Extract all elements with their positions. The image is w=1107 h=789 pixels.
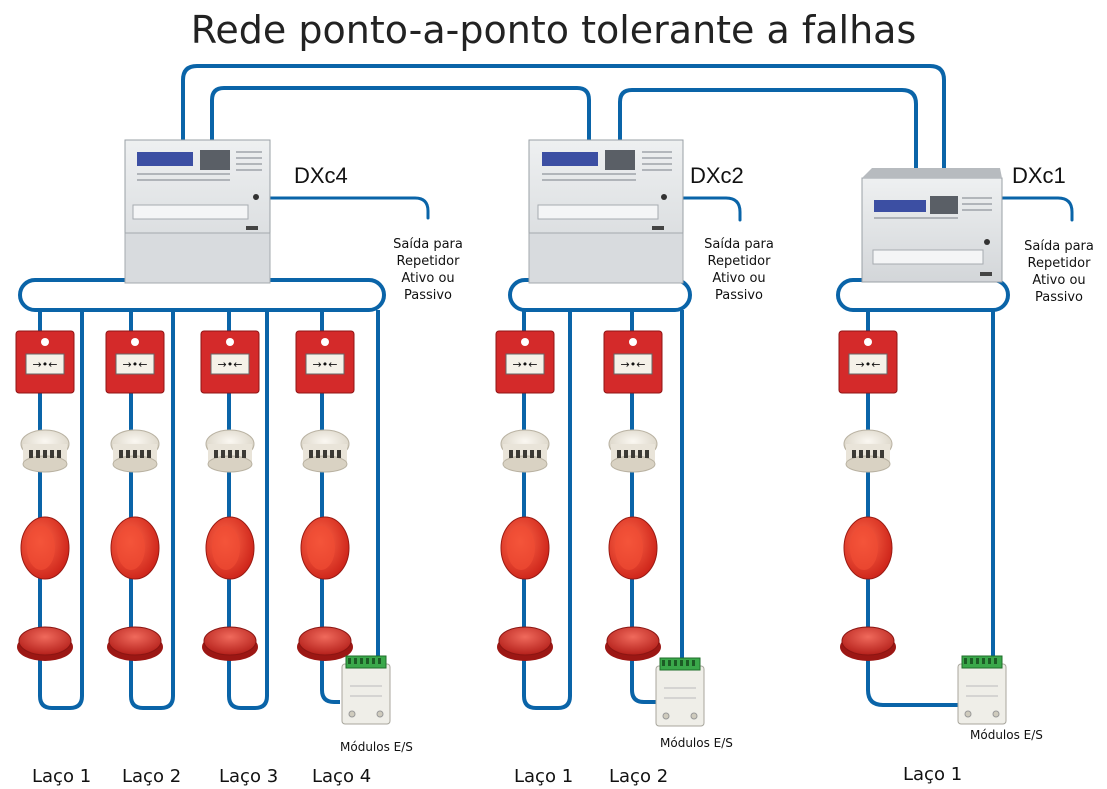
- smoke-detector-icon: [300, 429, 350, 473]
- sounder-icon: [843, 516, 893, 580]
- io-module-icon: [957, 655, 1007, 725]
- sounder-icon: [300, 516, 350, 580]
- beacon-icon: [107, 626, 163, 661]
- smoke-detector-icon: [110, 429, 160, 473]
- beacon-icon: [297, 626, 353, 661]
- smoke-detector-icon: [20, 429, 70, 473]
- smoke-detector-icon: [205, 429, 255, 473]
- io-module-label-dxc2: Módulos E/S: [660, 736, 733, 750]
- svg-text:→•←: →•←: [123, 358, 148, 371]
- loop-label-dxc4-2: Laço 2: [122, 766, 182, 787]
- io-module-label-dxc4: Módulos E/S: [340, 740, 413, 754]
- svg-text:→•←: →•←: [621, 358, 646, 371]
- sounder-icon: [608, 516, 658, 580]
- panel-dxc4: [124, 139, 271, 284]
- manual-call-point-icon: →•←: [603, 330, 663, 394]
- panel-label-dxc2: DXc2: [690, 163, 744, 188]
- panel-label-dxc1: DXc1: [1012, 163, 1066, 188]
- manual-call-point-icon: →•←: [295, 330, 355, 394]
- loop-label-dxc4-4: Laço 4: [312, 766, 372, 787]
- manual-call-point-icon: →•←: [105, 330, 165, 394]
- smoke-detector-icon: [843, 429, 893, 473]
- panel-dxc1: [861, 168, 1003, 283]
- repeater-output-lines: [268, 196, 1074, 222]
- loop-label-dxc2-1: Laço 1: [514, 766, 574, 787]
- network-ring: [181, 64, 946, 180]
- beacon-icon: [497, 626, 553, 661]
- manual-call-point-icon: →•←: [838, 330, 898, 394]
- sounder-icon: [20, 516, 70, 580]
- smoke-detector-icon: [608, 429, 658, 473]
- io-module-icon: [655, 657, 705, 727]
- svg-text:→•←: →•←: [218, 358, 243, 371]
- beacon-icon: [17, 626, 73, 661]
- manual-call-point-icon: →•←: [15, 330, 75, 394]
- smoke-detector-icon: [500, 429, 550, 473]
- sounder-icon: [205, 516, 255, 580]
- svg-text:→•←: →•←: [856, 358, 881, 371]
- beacon-icon: [202, 626, 258, 661]
- field-devices: →•← →•← →•← →•← →•← →•← →•←: [15, 330, 1007, 727]
- manual-call-point-icon: →•←: [200, 330, 260, 394]
- sounder-icon: [500, 516, 550, 580]
- loop-wiring: [38, 310, 995, 710]
- svg-text:→•←: →•←: [33, 358, 58, 371]
- panel-label-dxc4: DXc4: [294, 163, 348, 188]
- io-module-icon: [341, 655, 391, 725]
- diagram-title: Rede ponto-a-ponto tolerante a falhas: [190, 8, 917, 52]
- svg-text:→•←: →•←: [513, 358, 538, 371]
- loop-label-dxc4-3: Laço 3: [219, 766, 279, 787]
- panel-dxc2: [528, 139, 684, 284]
- loop-label-dxc4-1: Laço 1: [32, 766, 92, 787]
- loop-label-dxc1-1: Laço 1: [903, 764, 963, 785]
- beacon-icon: [605, 626, 661, 661]
- loop-bus: [18, 278, 1010, 312]
- svg-text:→•←: →•←: [313, 358, 338, 371]
- io-module-label-dxc1: Módulos E/S: [970, 728, 1043, 742]
- manual-call-point-icon: →•←: [495, 330, 555, 394]
- sounder-icon: [110, 516, 160, 580]
- beacon-icon: [840, 626, 896, 661]
- loop-label-dxc2-2: Laço 2: [609, 766, 669, 787]
